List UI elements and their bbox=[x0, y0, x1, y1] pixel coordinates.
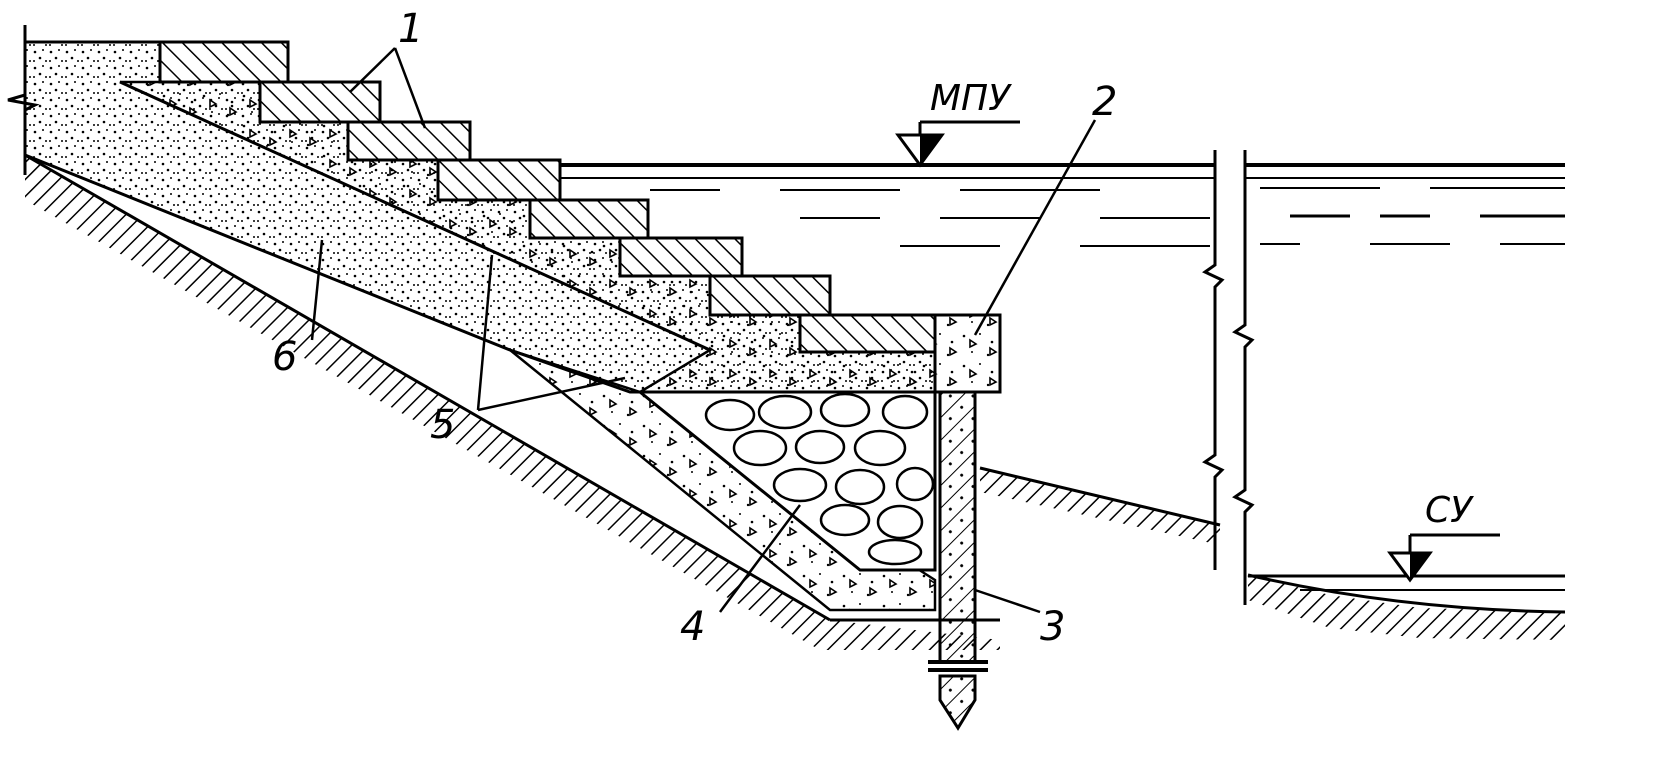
ground-hatch-right bbox=[980, 468, 1220, 545]
callout-2: 2 bbox=[1092, 79, 1117, 125]
ground-hatch-riverbed bbox=[1248, 575, 1565, 640]
rock bbox=[757, 394, 813, 430]
rock bbox=[704, 398, 756, 432]
level-triangle-fill bbox=[920, 135, 942, 165]
rock bbox=[881, 394, 929, 430]
level-label-lower: СУ bbox=[1425, 490, 1474, 531]
level-marker-lower: СУ bbox=[1387, 490, 1500, 583]
callout-4: 4 bbox=[680, 604, 705, 650]
leader-4 bbox=[718, 504, 802, 613]
slab bbox=[798, 313, 937, 354]
callout-3: 3 bbox=[1040, 604, 1065, 650]
slab bbox=[708, 274, 832, 317]
rock bbox=[876, 504, 924, 540]
rock bbox=[895, 466, 935, 502]
leader-1a bbox=[349, 47, 396, 93]
rock bbox=[819, 503, 871, 537]
level-label-upper: МПУ bbox=[930, 78, 1012, 119]
break-line-left bbox=[1202, 150, 1225, 570]
level-triangle-fill bbox=[1410, 553, 1430, 580]
pile-tip bbox=[938, 674, 977, 731]
leader-3 bbox=[974, 588, 1041, 614]
break-line-right bbox=[1232, 150, 1255, 605]
rock-fill bbox=[635, 390, 937, 572]
riverbed-line bbox=[1247, 573, 1566, 614]
slab bbox=[618, 236, 744, 278]
slab bbox=[346, 120, 472, 162]
natural-ground bbox=[24, 153, 1566, 650]
leader-2 bbox=[973, 119, 1097, 336]
break-lines bbox=[7, 25, 1255, 605]
rock bbox=[794, 429, 846, 465]
rock bbox=[732, 429, 788, 467]
level-marker-upper: МПУ bbox=[895, 78, 1020, 168]
callout-6: 6 bbox=[272, 334, 297, 380]
leader-6 bbox=[310, 239, 324, 341]
rock bbox=[772, 467, 828, 503]
ground-line bbox=[24, 153, 831, 622]
slab bbox=[528, 198, 650, 240]
leader-5a bbox=[476, 254, 494, 411]
ground-line-right bbox=[979, 466, 1221, 527]
leader-1b bbox=[393, 47, 427, 129]
sheet-pile bbox=[928, 390, 988, 731]
slab bbox=[436, 158, 562, 202]
rock bbox=[867, 538, 923, 566]
callout-5: 5 bbox=[430, 402, 455, 448]
callout-1: 1 bbox=[398, 6, 423, 52]
layer-boundary bbox=[119, 80, 711, 352]
callout-labels: 1 2 3 4 5 6 bbox=[272, 6, 1117, 650]
capping-beam bbox=[933, 313, 1002, 394]
callout-leaders bbox=[310, 47, 1097, 614]
rock bbox=[819, 392, 871, 428]
break-line-edge bbox=[7, 25, 40, 175]
slab bbox=[258, 80, 382, 124]
water bbox=[560, 163, 1565, 591]
leader-5b bbox=[477, 376, 626, 412]
step-slabs bbox=[158, 40, 937, 354]
slab bbox=[158, 40, 290, 84]
rock bbox=[853, 429, 907, 467]
pile-shaft bbox=[938, 390, 977, 664]
rock bbox=[834, 468, 886, 506]
